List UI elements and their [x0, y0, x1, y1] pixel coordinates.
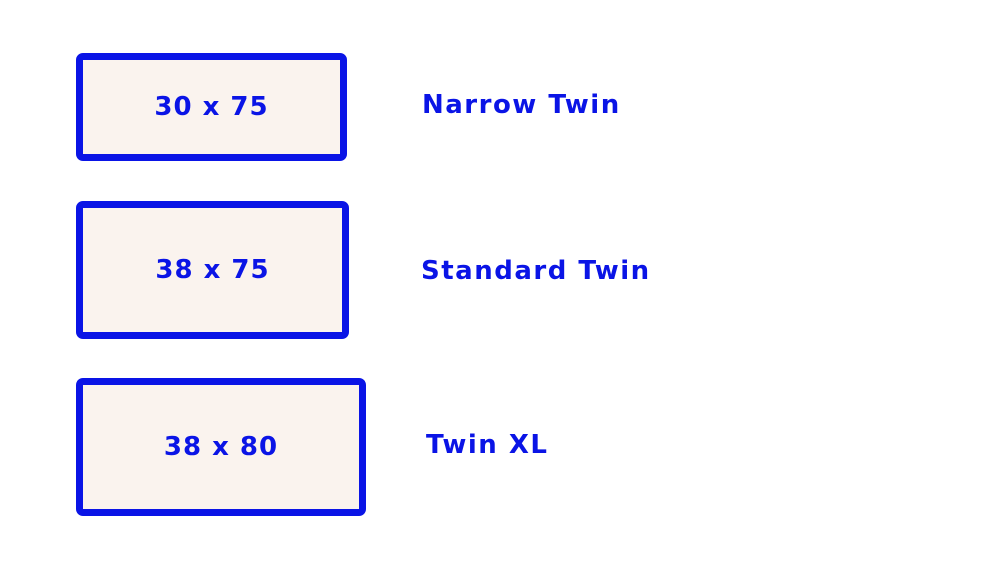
narrow-twin-box: 30 x 75 [76, 53, 347, 161]
dimensions-label: 30 x 75 [154, 92, 269, 122]
standard-twin-box: 38 x 75 [76, 201, 349, 339]
size-name-label: Standard Twin [421, 256, 651, 286]
dimensions-label: 38 x 80 [163, 432, 279, 462]
dimensions-label: 38 x 75 [155, 255, 270, 285]
size-name-label: Narrow Twin [422, 90, 621, 120]
size-name-label: Twin XL [426, 430, 549, 460]
twin-xl-box: 38 x 80 [76, 378, 366, 516]
